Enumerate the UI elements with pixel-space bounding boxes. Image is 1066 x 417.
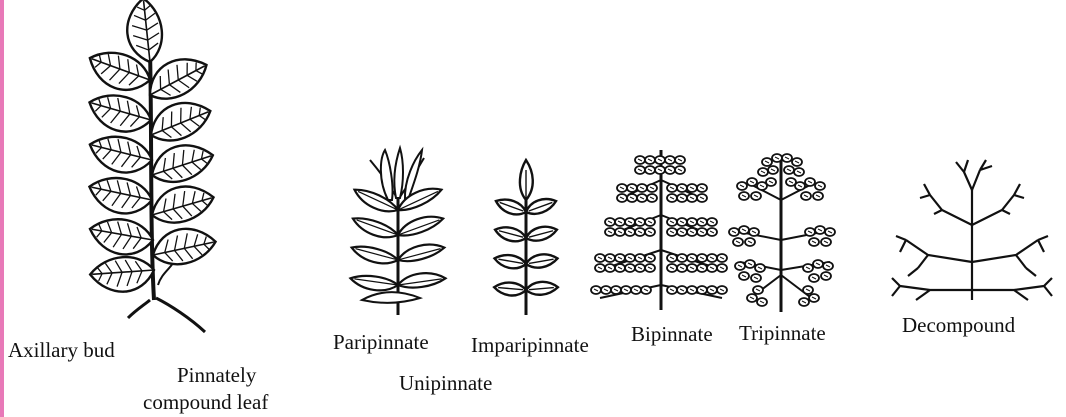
paripinnate-figure	[349, 148, 446, 315]
decompound-figure	[892, 160, 1052, 300]
imparipinnate-figure	[493, 160, 558, 315]
pinnate-leaf-figure	[83, 0, 219, 332]
unipinnate-label: Unipinnate	[399, 371, 492, 395]
axillary-bud-label: Axillary bud	[8, 338, 115, 362]
tripinnate-label: Tripinnate	[739, 321, 826, 345]
imparipinnate-label: Imparipinnate	[471, 333, 589, 357]
bipinnate-figure	[591, 150, 727, 310]
pinnately-label: Pinnately	[177, 363, 256, 387]
paripinnate-label: Paripinnate	[333, 330, 429, 354]
bipinnate-label: Bipinnate	[631, 322, 713, 346]
tripinnate-figure	[729, 154, 835, 312]
decompound-label: Decompound	[902, 313, 1015, 337]
compound-leaf-label: compound leaf	[143, 390, 268, 414]
